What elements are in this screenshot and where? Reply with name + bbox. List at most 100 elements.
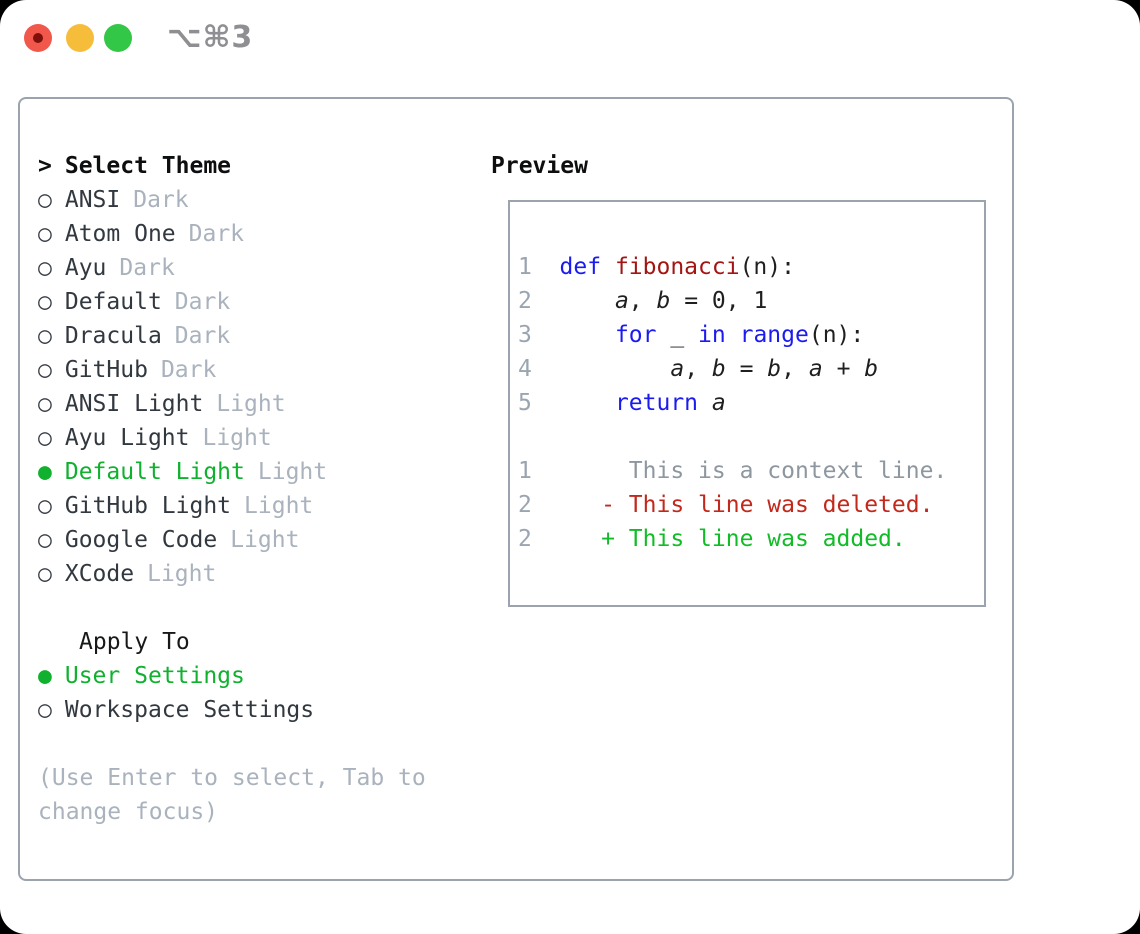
plain-token: =	[725, 356, 768, 382]
minimize-button[interactable]	[66, 24, 94, 52]
code-line: 1 def fibonacci(n):	[518, 250, 947, 284]
context-text: This is a context line.	[628, 458, 948, 484]
theme-tag: Light	[257, 459, 328, 485]
plain-token	[726, 322, 740, 348]
radio-icon: ○	[38, 187, 52, 213]
theme-tag: Dark	[188, 221, 245, 247]
code-line: 5 return a	[518, 386, 947, 420]
plain-token	[532, 492, 601, 518]
plain-token: _	[656, 322, 699, 348]
radio-icon: ○	[38, 323, 52, 349]
plain-token: ,	[781, 356, 809, 382]
window-title: ⌥⌘3	[167, 20, 254, 55]
radio-icon: ○	[38, 493, 52, 519]
option-name: Workspace Settings	[64, 697, 315, 723]
radio-selected-icon: ●	[38, 459, 52, 485]
radio-icon: ○	[38, 425, 52, 451]
keyword-token: in	[698, 322, 726, 348]
option-name: User Settings	[64, 663, 245, 689]
plain-token	[532, 458, 629, 484]
select-theme-header: > Select Theme	[38, 149, 426, 183]
variable-token: b	[767, 356, 782, 382]
theme-tag: Light	[216, 391, 286, 417]
theme-tag: Dark	[174, 323, 231, 349]
theme-tag: Light	[230, 527, 300, 553]
theme-list-item[interactable]: ○ XCode Light	[38, 557, 426, 591]
code-line: 4 a, b = b, a + b	[518, 352, 947, 386]
theme-list-item[interactable]: ○ ANSI Light Light	[38, 387, 426, 421]
theme-list-item[interactable]: ○ Dracula Dark	[38, 319, 426, 353]
theme-list-item[interactable]: ○ GitHub Light Light	[38, 489, 426, 523]
list-title: Select Theme	[64, 153, 232, 179]
theme-name: XCode	[64, 561, 135, 587]
theme-name: ANSI Light	[64, 391, 204, 417]
plain-token	[560, 322, 615, 348]
plain-token	[560, 390, 615, 416]
theme-name: GitHub Light	[64, 493, 232, 519]
code-line: 3 for _ in range(n):	[518, 318, 947, 352]
preview-pane: 1 def fibonacci(n): 2 a, b = 0, 1 3 for …	[508, 200, 986, 607]
plain-token	[532, 526, 601, 552]
theme-tag: Light	[244, 493, 314, 519]
spacer	[38, 727, 426, 761]
radio-icon: ○	[38, 221, 52, 247]
variable-token: b	[711, 356, 726, 382]
deleted-text: - This line was deleted.	[601, 492, 934, 518]
theme-list-item[interactable]: ○ Ayu Light Light	[38, 421, 426, 455]
apply-to-option-user[interactable]: ● User Settings	[38, 659, 426, 693]
diff-context-line: 1 This is a context line.	[518, 454, 947, 488]
theme-name: Google Code	[64, 527, 218, 553]
radio-icon: ○	[38, 391, 52, 417]
theme-tag: Light	[202, 425, 272, 451]
theme-name: Ayu Light	[64, 425, 190, 451]
diff-deleted-line: 2 - This line was deleted.	[518, 488, 947, 522]
line-number: 2	[518, 492, 532, 518]
focus-pointer-icon: >	[38, 153, 52, 179]
preview-header: Preview	[491, 153, 588, 179]
theme-tag: Dark	[160, 357, 217, 383]
line-number: 2	[518, 526, 532, 552]
keyword-token: return	[614, 390, 712, 416]
theme-list-item-selected[interactable]: ● Default Light Light	[38, 455, 426, 489]
added-text: + This line was added.	[601, 526, 906, 552]
line-number: 4	[518, 356, 560, 382]
line-number: 5	[518, 390, 560, 416]
diff-added-line: 2 + This line was added.	[518, 522, 947, 556]
variable-token: b	[656, 288, 671, 314]
keyword-token: def	[559, 254, 615, 280]
close-button[interactable]	[24, 24, 52, 52]
variable-token: b	[864, 356, 879, 382]
keyword-token: range	[739, 322, 809, 348]
radio-icon: ○	[38, 561, 52, 587]
zoom-button[interactable]	[104, 24, 132, 52]
keyword-token: for	[614, 322, 657, 348]
plain-token: ,	[684, 356, 712, 382]
theme-name: Dracula	[64, 323, 162, 349]
line-number: 1	[518, 254, 560, 280]
variable-token: a	[614, 288, 629, 314]
code-preview: 1 def fibonacci(n): 2 a, b = 0, 1 3 for …	[518, 250, 947, 556]
theme-list-item[interactable]: ○ GitHub Dark	[38, 353, 426, 387]
radio-selected-icon: ●	[38, 663, 52, 689]
plain-token	[560, 288, 615, 314]
line-number: 2	[518, 288, 560, 314]
plain-token: (n):	[739, 254, 795, 280]
theme-tag: Light	[147, 561, 217, 587]
theme-name: GitHub	[64, 357, 148, 383]
theme-name: Ayu	[64, 255, 107, 281]
variable-token: a	[670, 356, 685, 382]
line-number: 1	[518, 458, 532, 484]
apply-to-header: Apply To	[79, 629, 190, 655]
theme-tag: Dark	[174, 289, 231, 315]
radio-icon: ○	[38, 357, 52, 383]
variable-token: a	[711, 390, 726, 416]
line-number: 3	[518, 322, 560, 348]
apply-to-option-workspace[interactable]: ○Workspace Settings	[38, 693, 426, 727]
theme-name: Default Light	[64, 459, 245, 485]
